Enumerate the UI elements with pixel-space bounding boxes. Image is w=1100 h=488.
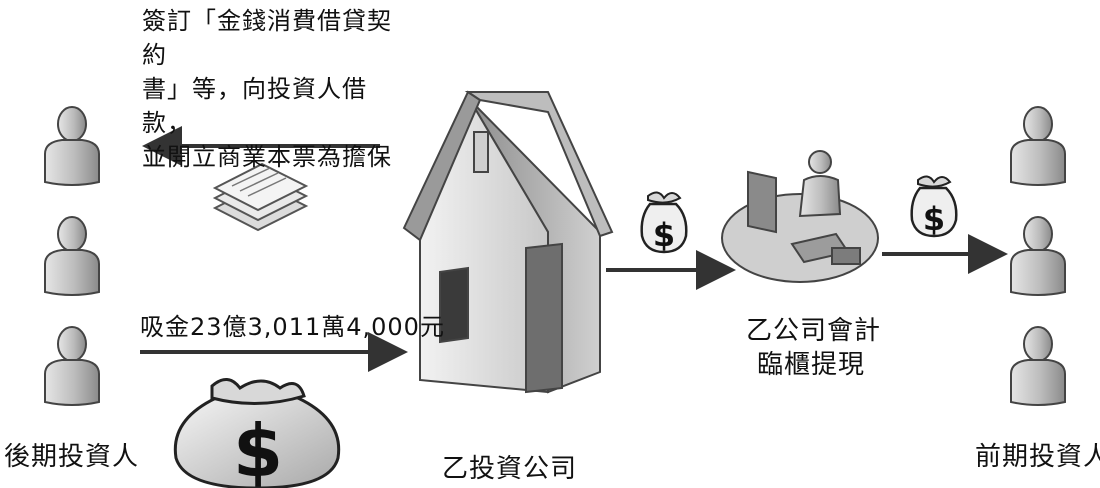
later-investors-label: 後期投資人 bbox=[4, 442, 140, 472]
later-investor-1-icon bbox=[44, 106, 100, 186]
accountant-line-1: 乙公司會計 bbox=[746, 316, 882, 346]
early-investor-1-icon bbox=[1010, 106, 1066, 186]
documents-icon bbox=[212, 162, 309, 232]
accountant-line-2: 臨櫃提現 bbox=[756, 350, 865, 380]
contract-line-2: 書」等，向投資人借款， bbox=[142, 75, 367, 137]
house-icon bbox=[402, 90, 614, 394]
contract-line-1: 簽訂「金錢消費借貸契約 bbox=[142, 7, 392, 69]
contract-line-3: 並開立商業本票為擔保 bbox=[142, 143, 392, 171]
later-investor-2-icon bbox=[44, 216, 100, 296]
early-investors-label: 前期投資人 bbox=[975, 442, 1100, 472]
desk-worker-icon bbox=[721, 150, 879, 283]
early-investor-2-icon bbox=[1010, 216, 1066, 296]
money-bag-small-1-symbol: $ bbox=[653, 216, 675, 254]
contract-description: 簽訂「金錢消費借貸契約 書」等，向投資人借款， 並開立商業本票為擔保 bbox=[142, 4, 402, 174]
money-bag-large-symbol: $ bbox=[233, 409, 283, 488]
later-investor-3-icon bbox=[44, 326, 100, 406]
funds-amount-label: 吸金23億3,011萬4,000元 bbox=[140, 313, 445, 341]
money-bag-small-2-symbol: $ bbox=[923, 200, 945, 238]
early-investor-3-icon bbox=[1010, 326, 1066, 406]
money-bag-large-icon bbox=[173, 378, 341, 488]
money-bag-small-2-icon bbox=[910, 175, 958, 238]
accountant-label: 乙公司會計 臨櫃提現 bbox=[746, 314, 882, 382]
company-label: 乙投資公司 bbox=[442, 454, 578, 484]
money-bag-small-1-icon bbox=[640, 191, 688, 254]
